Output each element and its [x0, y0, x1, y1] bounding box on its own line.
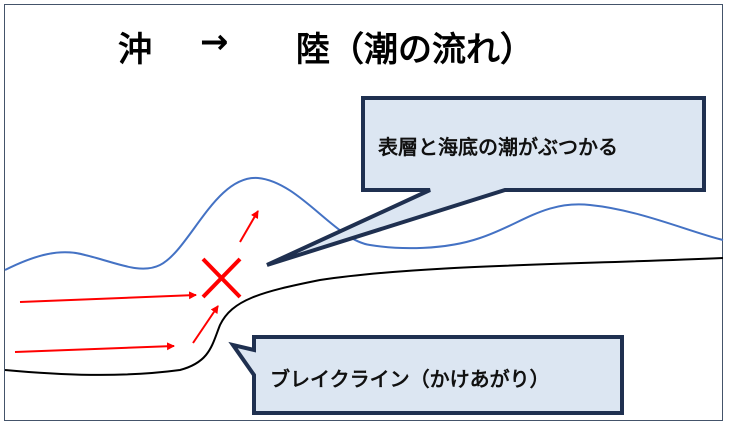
ocean-diagram — [4, 96, 724, 415]
title-land: 陸（潮の流れ） — [296, 30, 534, 70]
flow-arrow-rising — [192, 305, 219, 344]
page-title: 沖 → 陸（潮の流れ） — [0, 22, 729, 70]
callout-collision-text: 表層と海底の潮がぶつかる — [378, 135, 618, 159]
surface-current-line — [4, 176, 724, 271]
callout-breakline-text: ブレイクライン（かけあがり） — [270, 367, 550, 391]
collision-x-icon — [201, 257, 242, 299]
diagram-frame — [4, 4, 723, 421]
flow-arrow-lower — [14, 342, 175, 353]
flow-arrow-deflected — [239, 210, 259, 243]
title-arrow: → — [200, 22, 229, 62]
seabed-line — [4, 257, 724, 376]
callout-collision-shape — [266, 96, 706, 267]
flow-arrow-upper — [19, 291, 197, 303]
callout-breakline-shape — [228, 335, 624, 415]
title-offshore: 沖 — [118, 30, 152, 70]
